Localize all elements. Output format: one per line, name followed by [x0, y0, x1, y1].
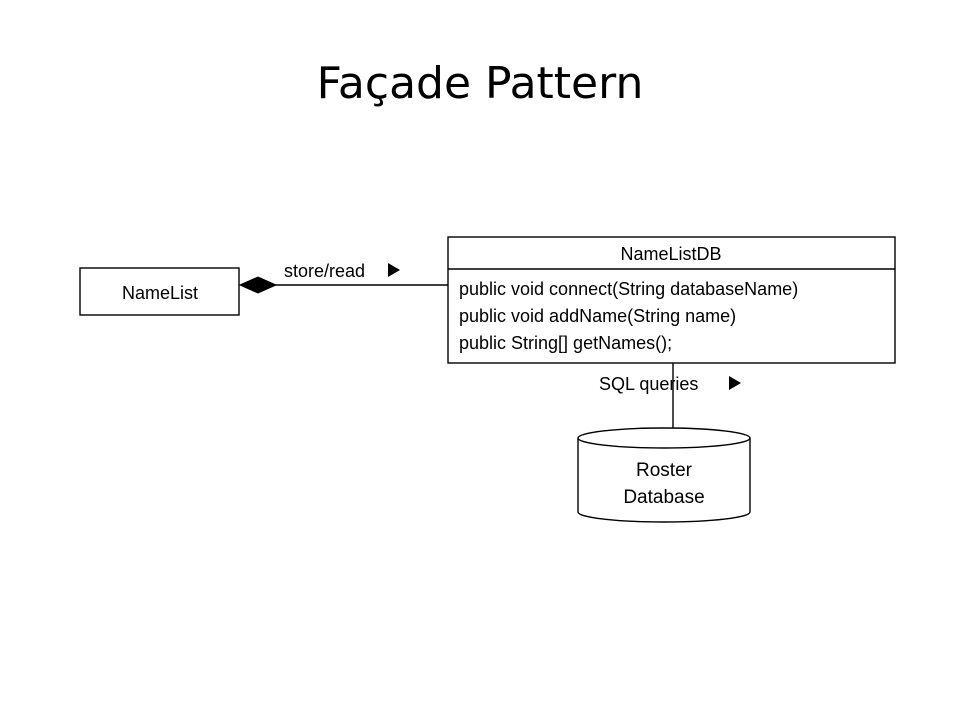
method-getnames: public String[] getNames(); [459, 333, 672, 353]
database-cylinder-top [577, 427, 751, 449]
sql-queries-association: SQL queries [599, 363, 741, 430]
slide-title: Façade Pattern [316, 58, 644, 109]
namelist-box [79, 267, 240, 316]
association-direction-arrow-icon [388, 263, 400, 277]
method-connect: public void connect(String databaseName) [459, 279, 798, 299]
namelistdb-box [447, 236, 896, 364]
namelist-label: NameList [122, 283, 198, 303]
database-label-line1: Roster [636, 460, 693, 481]
database-cylinder-icon [577, 438, 751, 523]
association-label: store/read [284, 261, 365, 281]
namelistdb-label: NameListDB [620, 244, 721, 264]
sql-direction-arrow-icon [729, 376, 741, 390]
namelist-class: NameList [79, 267, 240, 316]
method-addname: public void addName(String name) [459, 306, 736, 326]
composition-diamond-icon [238, 276, 278, 294]
sql-queries-label: SQL queries [599, 374, 698, 394]
database-label-line2: Database [623, 487, 704, 508]
roster-database: Roster Database [577, 427, 751, 523]
composition-association: store/read [238, 261, 448, 294]
namelistdb-class: NameListDB public void connect(String da… [447, 236, 896, 364]
